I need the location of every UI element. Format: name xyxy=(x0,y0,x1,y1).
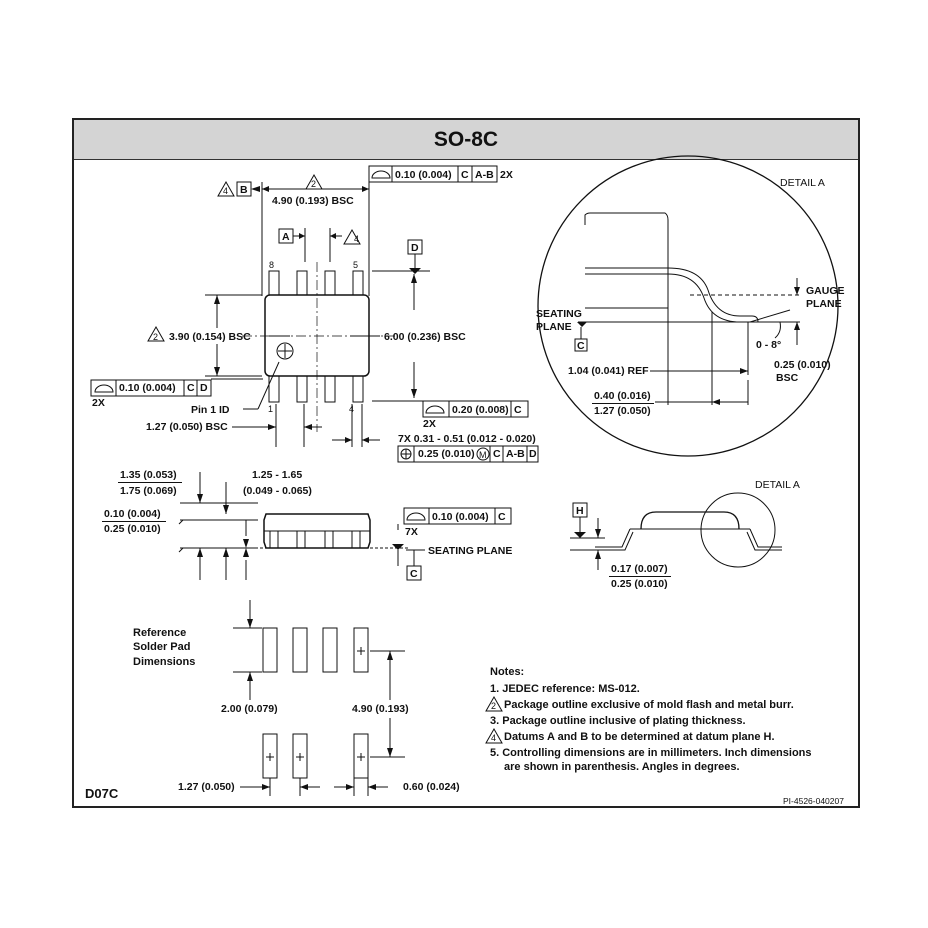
standoff-max: 0.25 (0.010) xyxy=(104,523,161,535)
position-tol-d: D xyxy=(529,448,537,460)
pad-span-dimension: 4.90 (0.193) xyxy=(352,703,409,715)
side-tol-7x: 7X xyxy=(405,526,418,538)
note-5-line1: 5. Controlling dimensions are in millime… xyxy=(490,747,812,759)
top-tol-datum-ab: A-B xyxy=(475,169,494,181)
datum-h-label: H xyxy=(576,505,584,517)
gauge-dimension: 0.25 (0.010) xyxy=(774,359,831,371)
notes-heading: Notes: xyxy=(490,666,525,678)
right-tol-value: 0.20 (0.008) xyxy=(452,404,509,416)
detail-a-title: DETAIL A xyxy=(780,177,825,189)
note-2-marker: 2 xyxy=(311,179,317,189)
note-1: 1. JEDEC reference: MS-012. xyxy=(490,683,640,695)
position-tol-ab: A-B xyxy=(506,448,525,460)
left-tol-2x: 2X xyxy=(92,397,105,409)
length-dimension: 4.90 (0.193) BSC xyxy=(272,195,354,207)
seating-plane-label: SEATING PLANE xyxy=(428,545,513,557)
top-leads xyxy=(268,270,364,403)
height-dim-max: 1.75 (0.069) xyxy=(120,485,177,497)
note-2: Package outline exclusive of mold flash … xyxy=(504,699,794,711)
datum-d-label: D xyxy=(411,242,419,254)
pads-label-line3: Dimensions xyxy=(133,656,196,668)
overall-width-dimension: 6.00 (0.236) BSC xyxy=(384,331,466,343)
side-datum-c: C xyxy=(410,568,418,580)
width-dimension: 3.90 (0.154) BSC xyxy=(169,331,251,343)
side-view-package xyxy=(178,472,512,581)
note-4-number: 4 xyxy=(491,733,497,743)
note-4-marker-a: 4 xyxy=(354,234,360,244)
left-tol-datum-c: C xyxy=(187,382,195,394)
top-tol-2x: 2X xyxy=(500,169,513,181)
position-tol-c: C xyxy=(493,448,501,460)
pads-label-line2: Solder Pad xyxy=(133,641,191,653)
gauge-plane-label: PLANE xyxy=(806,298,842,310)
detail-seating-label: SEATING xyxy=(536,308,582,320)
body-height-range: 1.25 - 1.65 xyxy=(252,469,303,481)
lead-width-dimension: 7X 0.31 - 0.51 (0.012 - 0.020) xyxy=(398,433,536,445)
pin-1-label: 1 xyxy=(268,404,274,414)
pads-label-line1: Reference xyxy=(133,627,187,639)
drawing-code: D07C xyxy=(85,786,119,801)
note4-triangle xyxy=(485,727,503,744)
top-tol-datum-c: C xyxy=(461,169,469,181)
page-title: SO-8C xyxy=(433,128,499,151)
body-height-range-inch: (0.049 - 0.065) xyxy=(243,485,312,497)
side-tol-value: 0.10 (0.004) xyxy=(432,511,489,523)
lead-thickness-min: 0.17 (0.007) xyxy=(611,563,668,575)
left-tol-datum-d: D xyxy=(200,382,208,394)
top-view-package xyxy=(90,165,539,463)
position-tol-value: 0.25 (0.010) xyxy=(418,448,475,460)
gauge-label: GAUGE xyxy=(806,285,845,297)
lead-thickness-max: 0.25 (0.010) xyxy=(611,578,668,590)
pin-4-label: 4 xyxy=(349,404,355,414)
note-2-marker-b: 2 xyxy=(153,332,159,342)
left-tol-value: 0.10 (0.004) xyxy=(119,382,176,394)
datum-a-label: A xyxy=(282,231,290,243)
note-4-marker: 4 xyxy=(223,186,229,196)
datum-b-label: B xyxy=(240,184,248,196)
drawing-frame: SO-8C xyxy=(72,118,860,808)
standoff-min: 0.10 (0.004) xyxy=(104,508,161,520)
end-view xyxy=(570,492,782,570)
pad-pitch-dimension: 1.27 (0.050) xyxy=(178,781,235,793)
height-dim-min: 1.35 (0.053) xyxy=(120,469,177,481)
part-number: PI-4526-040207 xyxy=(783,796,844,806)
note-2-number: 2 xyxy=(491,701,497,711)
right-tol-2x: 2X xyxy=(423,418,436,430)
pitch-dimension: 1.27 (0.050) BSC xyxy=(146,421,228,433)
note2-triangle xyxy=(485,695,503,712)
title-bar: SO-8C xyxy=(74,120,858,160)
detail-datum-c: C xyxy=(577,340,585,352)
foot-ref-dimension: 1.04 (0.041) REF xyxy=(568,365,649,377)
side-tol-c: C xyxy=(498,511,506,523)
solder-pad-layout xyxy=(233,600,405,796)
pin-8-label: 8 xyxy=(269,260,275,270)
foot-length-min: 0.40 (0.016) xyxy=(594,390,651,402)
detail-a-view xyxy=(537,155,839,457)
pin-5-label: 5 xyxy=(353,260,359,270)
note-5-line2: are shown in parenthesis. Angles in degr… xyxy=(504,761,740,773)
right-tol-datum-c: C xyxy=(514,404,522,416)
pin1-id-label: Pin 1 ID xyxy=(191,404,230,416)
mmc-symbol: M xyxy=(479,450,487,460)
gauge-bsc: BSC xyxy=(776,372,799,384)
foot-length-max: 1.27 (0.050) xyxy=(594,405,651,417)
end-detail-a-label: DETAIL A xyxy=(755,479,800,491)
detail-seating-plane-label: PLANE xyxy=(536,321,572,333)
note-4: Datums A and B to be determined at datum… xyxy=(504,731,775,743)
top-tol-value: 0.10 (0.004) xyxy=(395,169,452,181)
pad-width-dimension: 0.60 (0.024) xyxy=(403,781,460,793)
note-3: 3. Package outline inclusive of plating … xyxy=(490,715,746,727)
pad-length-dimension: 2.00 (0.079) xyxy=(221,703,278,715)
foot-angle: 0 - 8° xyxy=(756,339,782,351)
